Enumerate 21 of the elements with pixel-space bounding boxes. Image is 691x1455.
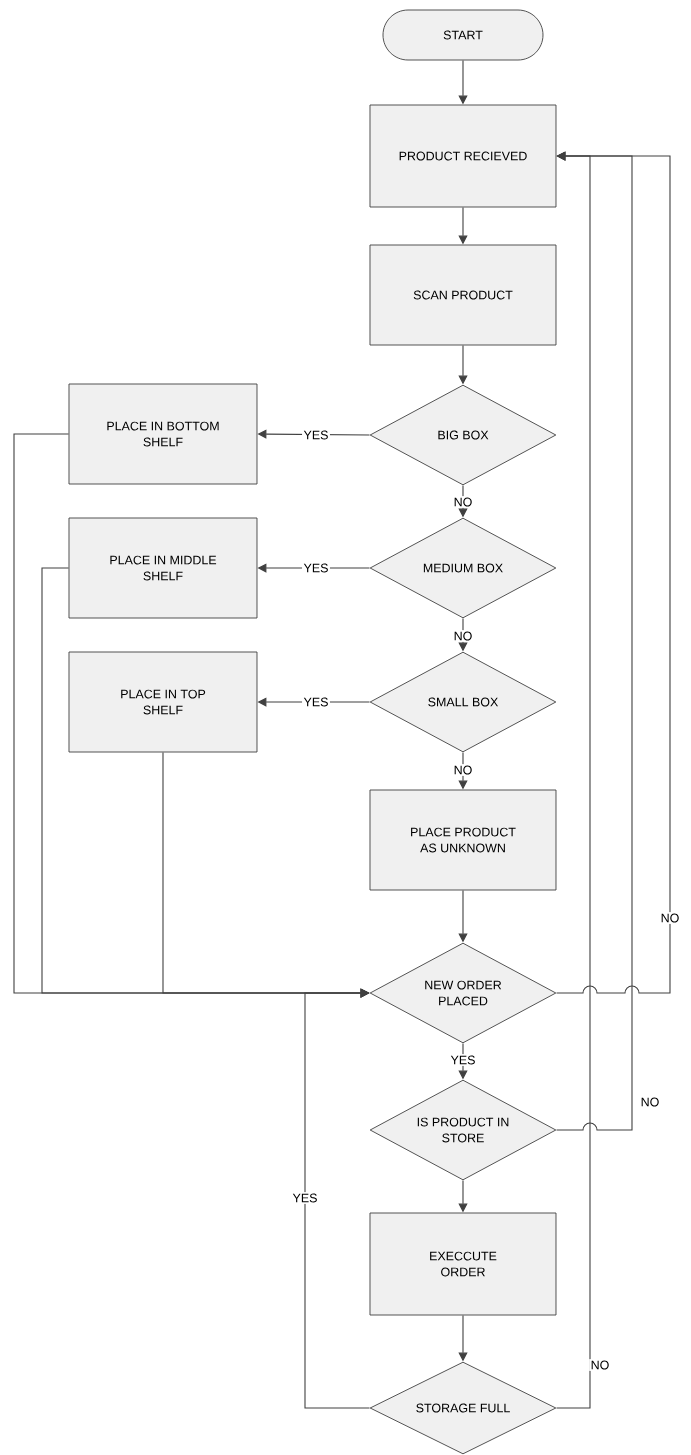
arrow	[555, 151, 591, 1409]
edge-label: NO	[659, 912, 681, 924]
edge-label: YES	[302, 696, 330, 708]
process-box: PLACE IN MIDDLE SHELF	[68, 517, 258, 619]
edge-label: NO	[589, 1359, 611, 1371]
edge-label: YES	[302, 429, 330, 441]
process-box: EXECCUTE ORDER	[369, 1212, 557, 1316]
edge-label: NO	[452, 496, 474, 508]
process-box: PLACE IN BOTTOM SHELF	[68, 383, 258, 485]
arrow	[304, 988, 371, 1409]
start-terminal: START	[382, 9, 544, 61]
edge-label: YES	[302, 562, 330, 574]
edge-label: NO	[639, 1096, 661, 1108]
edge-label: NO	[452, 764, 474, 776]
process-box: PRODUCT RECIEVED	[369, 104, 557, 208]
process-box: PLACE PRODUCT AS UNKNOWN	[369, 789, 557, 891]
edge-label: YES	[291, 1192, 319, 1204]
process-box: PLACE IN TOP SHELF	[68, 651, 258, 753]
process-box: SCAN PRODUCT	[369, 244, 557, 346]
edge-label: YES	[449, 1054, 477, 1066]
edge-label: NO	[452, 630, 474, 642]
